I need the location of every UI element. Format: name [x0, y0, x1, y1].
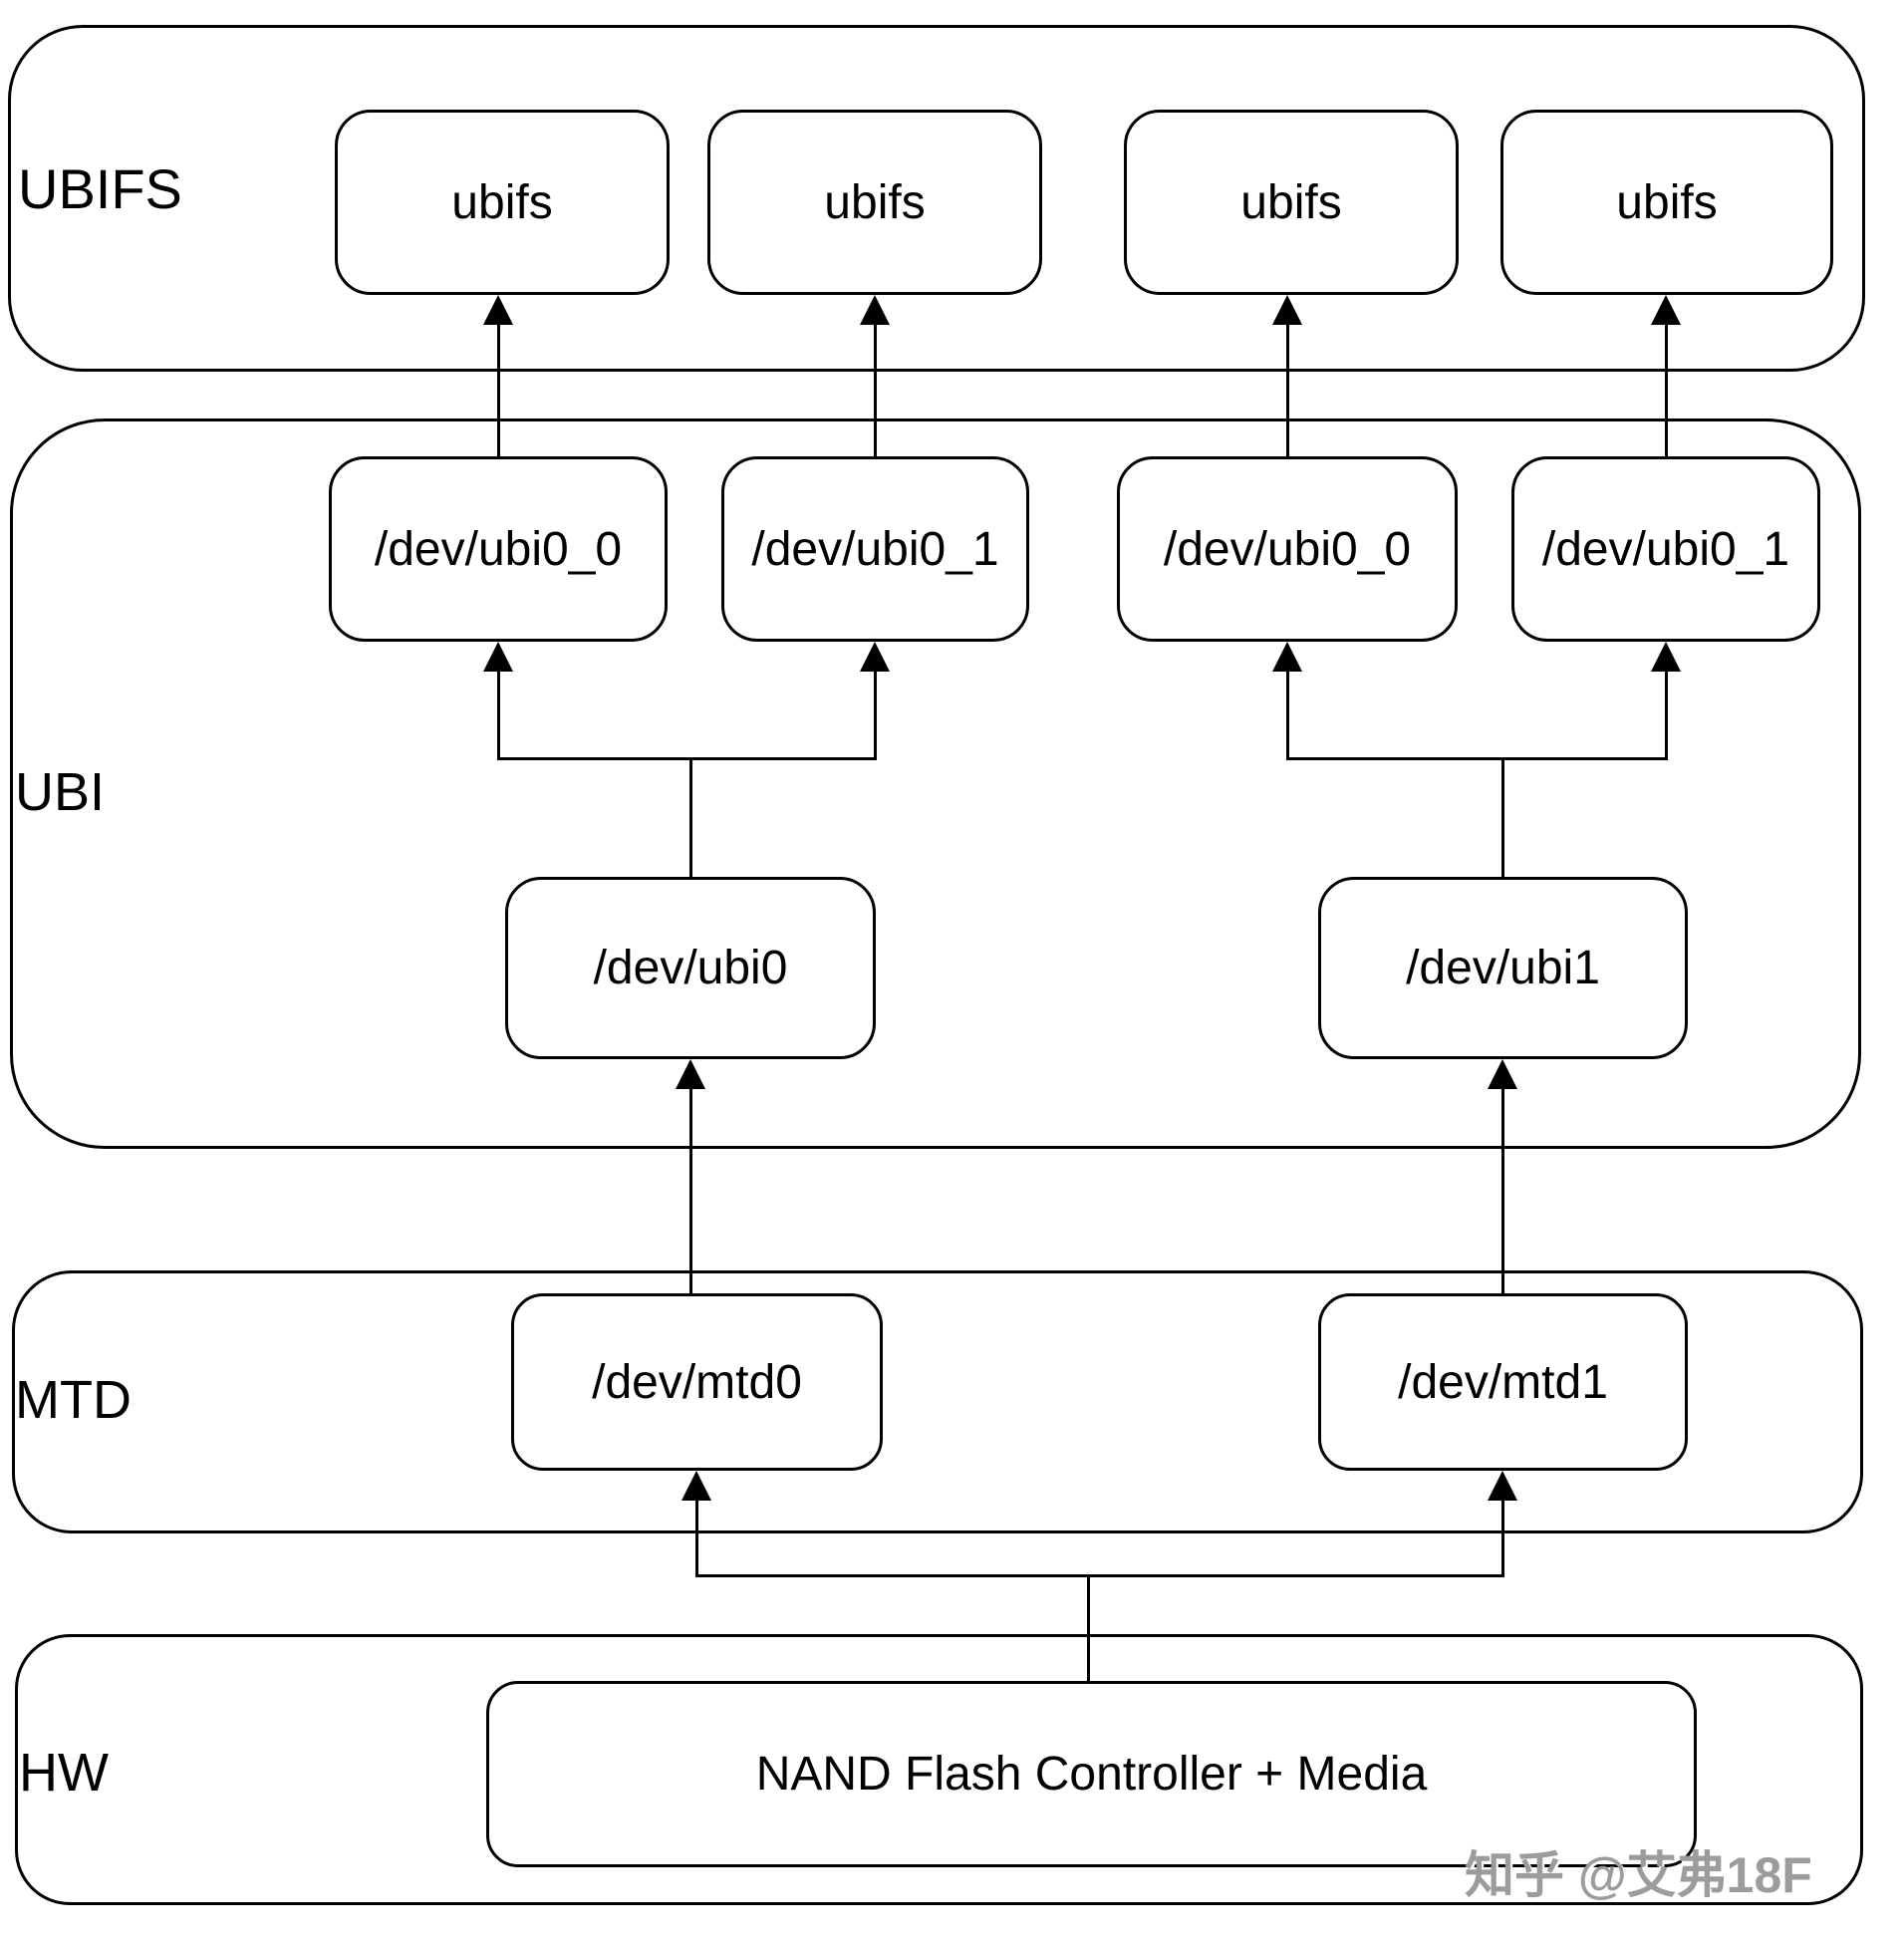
arrow-up-icon: [681, 1471, 711, 1501]
connector-mtd1-ubi1: [1500, 1085, 1504, 1293]
connector-vol2-ubifs2: [1285, 321, 1289, 456]
connector-ubi0-vol0: [496, 668, 500, 760]
arrow-up-icon: [860, 642, 890, 672]
arrow-up-icon: [1651, 295, 1681, 325]
node-ubifs-0: ubifs: [335, 110, 670, 295]
node-ubifs-2: ubifs: [1124, 110, 1459, 295]
node-ubi-device-0: /dev/ubi0: [505, 877, 876, 1059]
arrow-up-icon: [1272, 642, 1302, 672]
watermark: 知乎 @艾弗18F: [1465, 1847, 1812, 1903]
layer-ubifs-label: UBIFS: [18, 157, 182, 220]
node-ubifs-3: ubifs: [1500, 110, 1833, 295]
node-ubifs-1: ubifs: [707, 110, 1042, 295]
node-mtd-device-0: /dev/mtd0: [511, 1293, 883, 1471]
arrow-up-icon: [483, 642, 513, 672]
connector-vol1-ubifs1: [873, 321, 877, 456]
node-volume-1: /dev/ubi0_1: [721, 456, 1029, 642]
layer-ubi-label: UBI: [15, 762, 106, 822]
node-ubi-device-1: /dev/ubi1: [1318, 877, 1688, 1059]
node-volume-2: /dev/ubi0_0: [1117, 456, 1458, 642]
arrow-up-icon: [1651, 642, 1681, 672]
connector-ubi1-vol3: [1664, 668, 1668, 760]
connector-nand-fork-stem: [1086, 1574, 1090, 1681]
connector-nand-fork-bar: [694, 1574, 1504, 1577]
node-mtd-device-1: /dev/mtd1: [1318, 1293, 1688, 1471]
node-volume-3: /dev/ubi0_1: [1511, 456, 1820, 642]
connector-ubi0-vol1: [873, 668, 877, 760]
arrow-up-icon: [1272, 295, 1302, 325]
connector-ubi0-fork-bar: [496, 757, 877, 760]
connector-ubi1-fork-bar: [1285, 757, 1668, 760]
arrow-up-icon: [1488, 1059, 1517, 1089]
connector-ubi0-fork-stem: [688, 757, 692, 877]
node-volume-0: /dev/ubi0_0: [329, 456, 668, 642]
connector-nand-mtd1: [1500, 1497, 1504, 1577]
layer-mtd-label: MTD: [15, 1370, 132, 1430]
connector-ubi1-fork-stem: [1500, 757, 1504, 877]
connector-vol3-ubifs3: [1664, 321, 1668, 456]
connector-nand-mtd0: [694, 1497, 698, 1577]
arrow-up-icon: [1488, 1471, 1517, 1501]
layer-hw-label: HW: [19, 1743, 109, 1803]
arrow-up-icon: [483, 295, 513, 325]
arrow-up-icon: [676, 1059, 705, 1089]
node-nand-flash: NAND Flash Controller + Media: [486, 1681, 1697, 1867]
arrow-up-icon: [860, 295, 890, 325]
connector-vol0-ubifs0: [496, 321, 500, 456]
connector-ubi1-vol2: [1285, 668, 1289, 760]
connector-mtd0-ubi0: [688, 1085, 692, 1293]
